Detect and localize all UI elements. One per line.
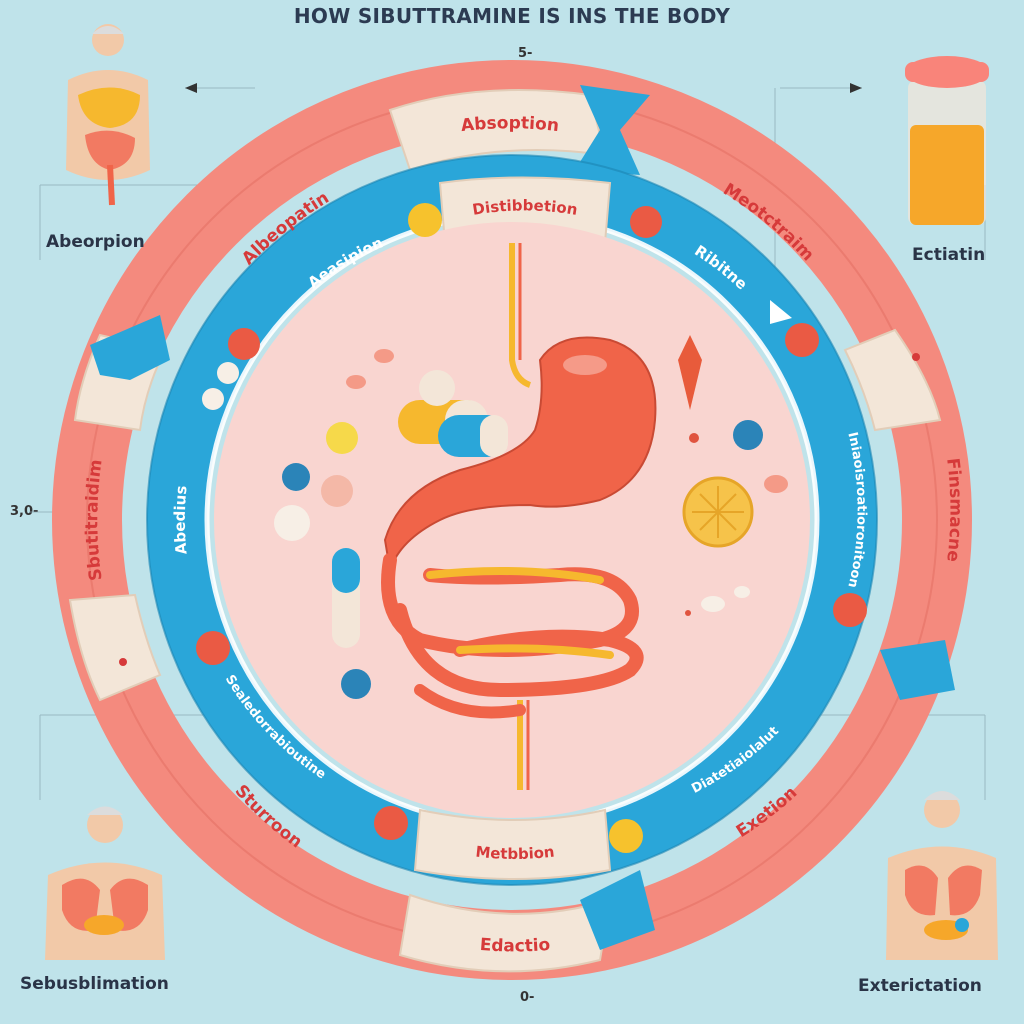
arrow-left-icon [185,83,197,93]
intestine-icon [85,130,135,170]
esophagus-tube [509,243,532,388]
pill-white-icon [419,370,455,406]
outer-cream-segments [68,89,942,973]
axis-tick-bottom: 0- [520,990,535,1005]
capsule-blue-white-icon [438,415,508,457]
inner-label-bottom: Metbbion [475,843,556,863]
corner-label-bottom-right: Exterictation [858,976,982,996]
figure-bottom-left [45,806,165,960]
pill-blue-icon [341,669,371,699]
connector-top-icon [575,85,650,175]
pill-pink-icon [321,475,353,507]
pills-group [274,335,788,699]
svg-text:Absoption: Absoption [460,113,560,136]
pill-small-icon [374,349,394,363]
pill-small-icon [346,375,366,389]
corner-label-top-left: Abeorpion [46,232,145,252]
capsule-vertical-icon [332,548,360,648]
pill-white-icon [274,505,310,541]
pill-blue-icon [282,463,310,491]
jar-icon [910,125,984,225]
outer-connectors [90,85,955,950]
outer-label-bottom: Edactio [479,935,551,957]
center-disc [214,222,810,818]
connector-right-icon [880,640,955,700]
inner-label-top: Distibbetion [471,196,579,218]
connector-left-icon [90,315,170,380]
svg-text:Distibbetion: Distibbetion [471,196,579,218]
page-title: HOW SIBUTTRAMINE IS INS THE BODY [293,4,731,28]
figure-top-right [905,56,989,225]
outer-label-top: Absoption [460,113,560,136]
inner-label-left: Abedius [171,485,191,556]
liver-icon [78,87,140,128]
diamond-icon [678,335,702,410]
svg-text:Metbbion: Metbbion [475,843,556,863]
pill-small-icon [701,596,725,612]
pill-small-icon [764,475,788,493]
pill-yellow-icon [326,422,358,454]
corner-label-top-right: Ectiatin [912,245,986,265]
figure-bottom-right [886,791,998,960]
svg-text:Edactio: Edactio [479,935,551,957]
arrow-right-icon [850,83,862,93]
intestines [381,553,644,719]
outer-label-right: Finsmacne [942,457,965,563]
corner-label-bottom-left: Sebusblimation [20,974,169,994]
svg-text:Abedius: Abedius [171,485,191,556]
axis-tick-left: 3,0- [10,504,39,519]
pill-blue-icon [733,420,763,450]
stomach [383,336,657,571]
connector-bottom-icon [580,870,655,950]
svg-text:Finsmacne: Finsmacne [942,457,965,563]
axis-tick-top: 5- [518,46,533,61]
figure-top-left [66,24,150,206]
lung-right-icon [110,878,148,931]
ring-beads [119,203,920,853]
